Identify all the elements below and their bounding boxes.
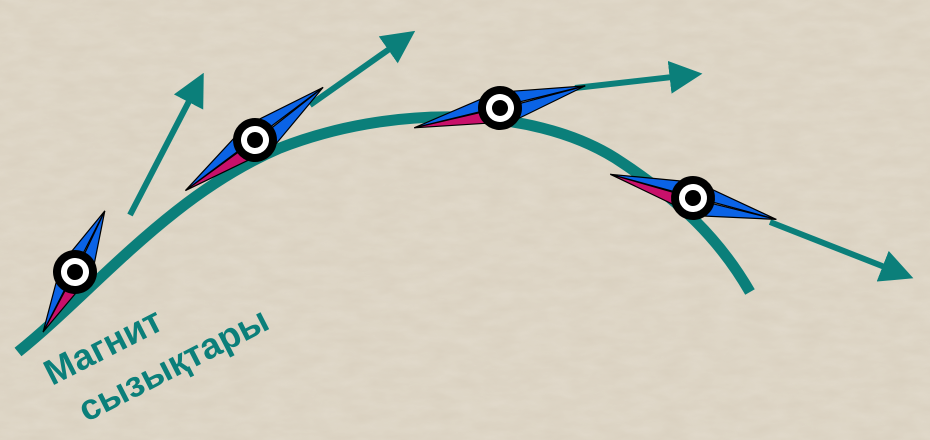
pivot-core: [685, 190, 701, 206]
direction-arrows: [127, 30, 914, 282]
compasses: [42, 85, 777, 333]
pivot-core: [247, 132, 263, 148]
pivot-core: [67, 264, 83, 280]
pivot-outline: [56, 253, 94, 291]
direction-arrow-4: [768, 219, 914, 282]
compass-needle-icon: [184, 86, 324, 192]
pivot-core: [492, 100, 508, 116]
direction-arrow-3: [574, 60, 703, 94]
compass-needle-icon: [42, 210, 106, 333]
pivot-outline: [236, 121, 274, 159]
compass-needle-icon: [414, 85, 586, 130]
direction-arrow-2: [308, 30, 416, 108]
compass-needle-icon: [610, 173, 777, 220]
pivot-outline: [674, 179, 712, 217]
direction-arrow-1: [127, 72, 204, 217]
pivot-outline: [481, 89, 519, 127]
